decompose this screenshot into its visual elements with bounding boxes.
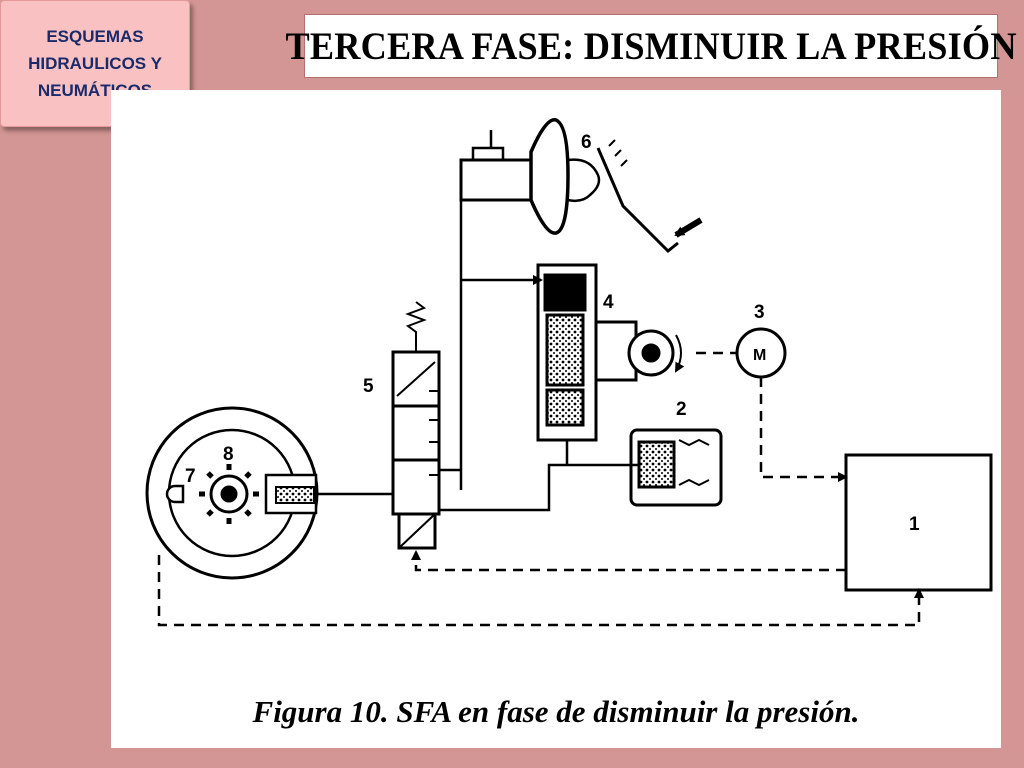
slide-title-box: TERCERA FASE: DISMINUIR LA PRESIÓN <box>285 14 1016 78</box>
label-5: 5 <box>363 376 374 397</box>
ecu-1 <box>844 453 993 592</box>
hydraulic-diagram-figure: 1 2 3 4 5 6 7 8 M Figura 10. SFA en fase… <box>111 90 1001 748</box>
label-8: 8 <box>223 444 234 465</box>
speed-sensor-7 <box>165 484 185 504</box>
toothed-rotor-icon <box>199 464 259 524</box>
label-4: 4 <box>603 292 614 313</box>
hydraulic-diagram: 1 2 3 4 5 6 7 8 M <box>145 118 993 627</box>
label-1: 1 <box>909 514 920 535</box>
control-signal-lines <box>157 351 924 627</box>
hydraulic-lines <box>316 200 639 512</box>
figure-caption: Figura 10. SFA en fase de disminuir la p… <box>252 694 860 729</box>
section-badge: ESQUEMAS HIDRAULICOS Y NEUMÁTICOS <box>0 0 190 127</box>
master-cylinder-booster-6 <box>459 118 703 254</box>
solenoid-valve-5 <box>391 301 441 550</box>
wheel-sensor-group <box>145 406 319 580</box>
label-6: 6 <box>581 132 592 153</box>
slide-title: TERCERA FASE: DISMINUIR LA PRESIÓN <box>285 24 1017 68</box>
accumulator-2 <box>629 428 723 507</box>
label-2: 2 <box>676 399 687 420</box>
label-3: 3 <box>754 302 765 323</box>
motor-label: M <box>753 347 766 364</box>
label-7: 7 <box>185 466 196 487</box>
pump-modulator-4 <box>536 263 685 442</box>
section-badge-text: ESQUEMAS HIDRAULICOS Y NEUMÁTICOS <box>28 27 162 100</box>
